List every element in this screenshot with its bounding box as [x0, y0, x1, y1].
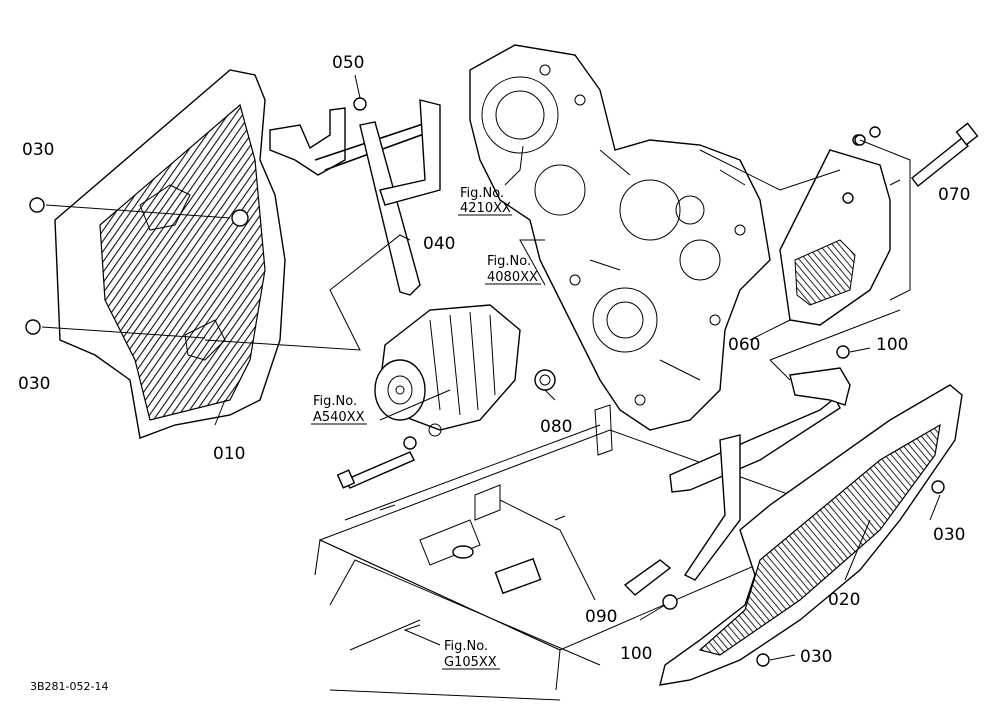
hardware — [25, 97, 945, 667]
callout-080[interactable]: 080 — [540, 417, 572, 437]
callout-030-lower-left[interactable]: 030 — [18, 374, 50, 394]
gear-case — [469, 44, 771, 431]
callout-040[interactable]: 040 — [423, 234, 455, 254]
callout-060[interactable]: 060 — [728, 335, 760, 355]
fig-ref-4210[interactable]: Fig.No. 4210XX — [458, 186, 512, 216]
fig-ref-G105[interactable]: Fig.No. G105XX — [442, 639, 500, 670]
bolt-070 — [911, 122, 979, 187]
alternator — [374, 304, 521, 437]
callout-050[interactable]: 050 — [332, 53, 364, 73]
callout-070[interactable]: 070 — [938, 185, 970, 205]
figure-references: Fig.No. 4210XX Fig.No. 4080XX Fig.No. A5… — [311, 186, 541, 670]
fig-ref-A540-number: A540XX — [313, 410, 365, 425]
left-grille-guard — [54, 69, 286, 439]
callout-010[interactable]: 010 — [213, 444, 245, 464]
upper-bracket — [269, 99, 441, 296]
lower-bracket — [623, 367, 851, 596]
fig-ref-A540[interactable]: Fig.No. A540XX — [311, 394, 367, 425]
fig-ref-G105-number: G105XX — [444, 655, 497, 670]
callout-030-upper-left[interactable]: 030 — [22, 140, 54, 160]
fig-ref-4080[interactable]: Fig.No. 4080XX — [485, 254, 541, 285]
fig-ref-4080-prefix: Fig.No. — [487, 254, 531, 269]
part-callouts: 050 030 040 030 010 070 060 100 080 030 … — [18, 53, 970, 667]
chassis-frame — [314, 404, 862, 701]
callout-030-right[interactable]: 030 — [933, 525, 965, 545]
fig-ref-4210-prefix: Fig.No. — [460, 186, 504, 201]
right-grille-guard — [659, 384, 963, 686]
callout-100-lower[interactable]: 100 — [620, 644, 652, 664]
side-plate — [779, 134, 891, 326]
fig-ref-4080-number: 4080XX — [487, 270, 538, 285]
fig-ref-G105-prefix: Fig.No. — [444, 639, 488, 654]
callout-100-upper[interactable]: 100 — [876, 335, 908, 355]
drawing-code: 3B281-052-14 — [30, 680, 108, 693]
callout-090[interactable]: 090 — [585, 607, 617, 627]
leader-lines — [41, 74, 941, 661]
fig-ref-4210-number: 4210XX — [460, 201, 511, 216]
callout-020[interactable]: 020 — [828, 590, 860, 610]
callout-030-bottom[interactable]: 030 — [800, 647, 832, 667]
fig-ref-A540-prefix: Fig.No. — [313, 394, 357, 409]
